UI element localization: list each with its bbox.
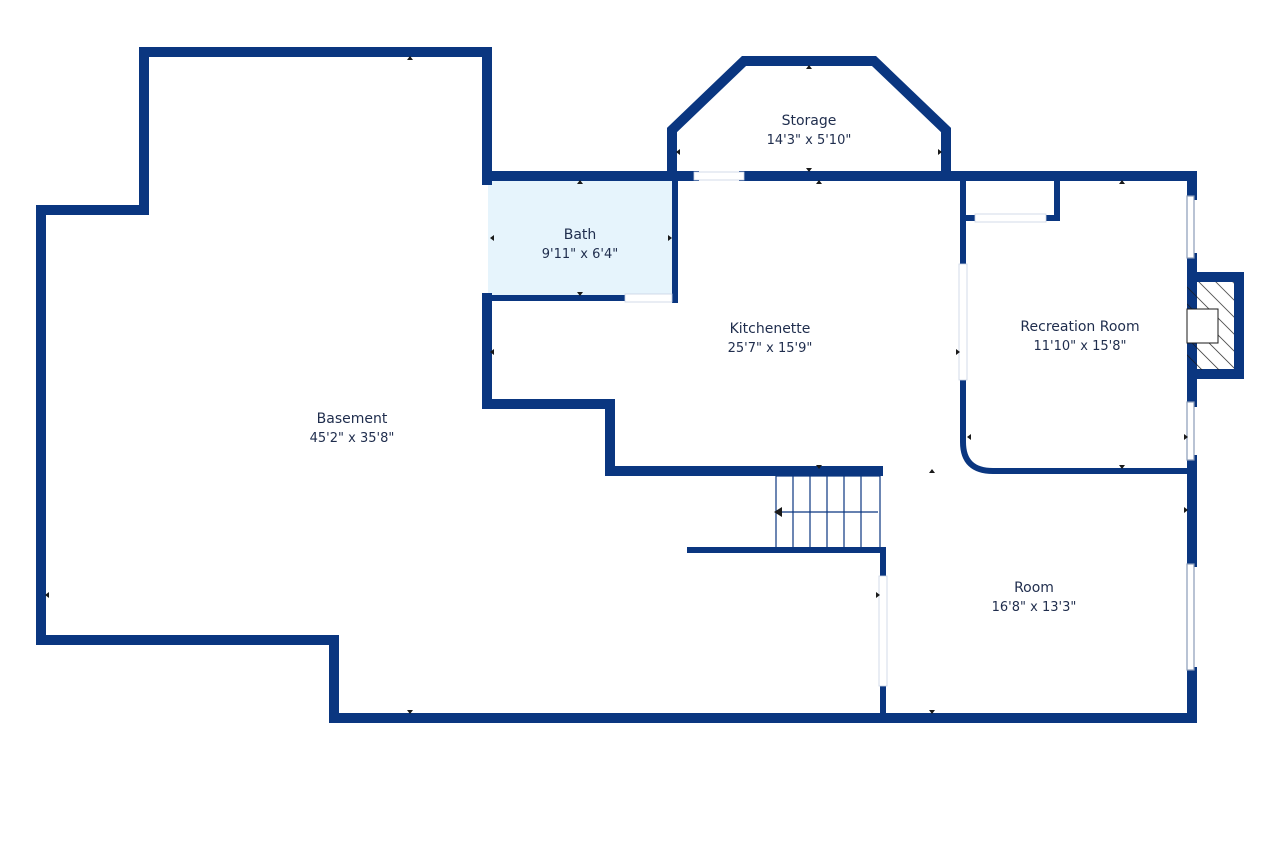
basement-kitchen-wall: [482, 293, 883, 476]
rec-left-wall-lower: [960, 377, 1195, 474]
storage-name: Storage: [782, 113, 837, 129]
window-room-right: [1186, 563, 1195, 671]
window-rec-top: [1186, 195, 1195, 259]
basement-dims: 45'2" x 35'8": [310, 431, 395, 446]
bath-area: [488, 178, 674, 298]
bath-name: Bath: [564, 227, 597, 243]
doorway-storage: [693, 171, 745, 181]
bath-dims: 9'11" x 6'4": [542, 247, 618, 262]
basement-walls: [36, 47, 888, 723]
recreation-dims: 11'10" x 15'8": [1034, 339, 1127, 354]
storage-dims: 14'3" x 5'10": [767, 133, 852, 148]
rec-closet: [960, 173, 1060, 221]
room-dims: 16'8" x 13'3": [992, 600, 1077, 615]
kitchenette-dims: 25'7" x 15'9": [728, 341, 813, 356]
doorway-room: [878, 575, 888, 687]
stair-arrow-icon: [774, 507, 782, 517]
top-wall-right: [739, 171, 1197, 195]
recreation-name: Recreation Room: [1020, 319, 1139, 335]
staircase: [774, 475, 881, 549]
kitchenette-name: Kitchenette: [730, 321, 811, 337]
window-rec-bottom: [1186, 401, 1195, 461]
doorway-bath: [624, 293, 673, 303]
doorway-rec-closet: [974, 213, 1047, 223]
doorway-rec: [958, 263, 968, 381]
basement-name: Basement: [317, 411, 388, 427]
room-right-wall: [875, 667, 1197, 723]
fireplace-wall: [1187, 272, 1244, 379]
dimension-markers: [45, 56, 1188, 714]
room-name: Room: [1014, 580, 1054, 596]
storage-walls: [667, 56, 951, 181]
fireplace-hearth: [1186, 308, 1219, 344]
stair-lower-wall: [687, 547, 886, 579]
